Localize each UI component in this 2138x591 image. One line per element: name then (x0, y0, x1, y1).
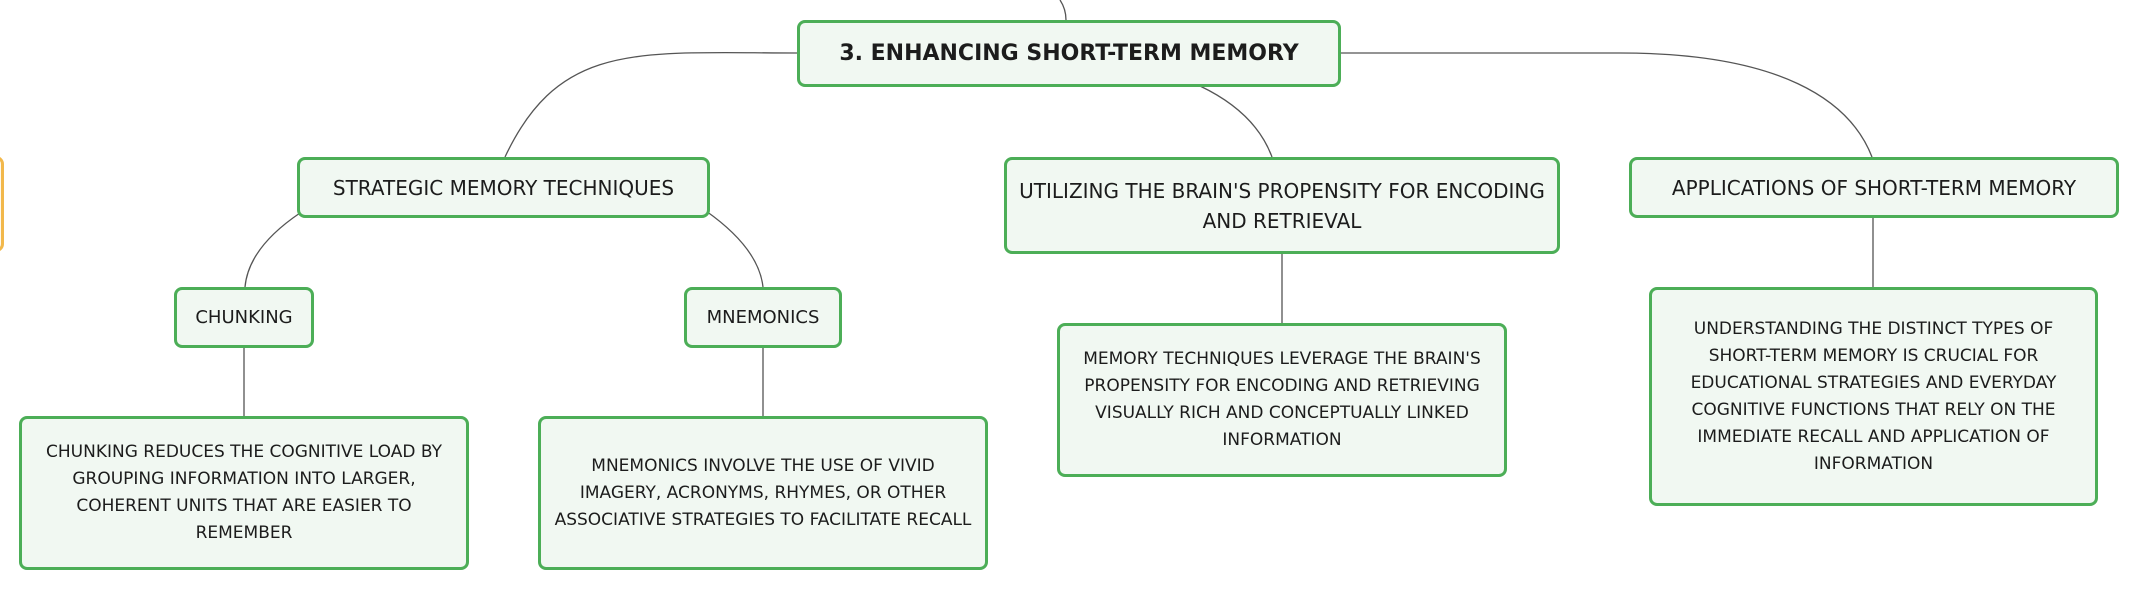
node-label: UTILIZING THE BRAIN'S PROPENSITY FOR ENC… (1019, 178, 1545, 233)
connector-root-to-strategic (504, 51, 798, 158)
node-strategic-memory-techniques[interactable]: STRATEGIC MEMORY TECHNIQUES (297, 157, 710, 218)
connector-strategic-to-mnemonics (705, 210, 764, 288)
node-applications-detail[interactable]: UNDERSTANDING THE DISTINCT TYPES OF SHOR… (1649, 287, 2098, 506)
node-label: STRATEGIC MEMORY TECHNIQUES (332, 175, 675, 200)
node-utilizing-detail[interactable]: MEMORY TECHNIQUES LEVERAGE THE BRAIN'S P… (1057, 323, 1507, 477)
root-node[interactable]: 3. ENHANCING SHORT-TERM MEMORY (797, 20, 1341, 87)
node-utilizing-brain-propensity[interactable]: UTILIZING THE BRAIN'S PROPENSITY FOR ENC… (1004, 157, 1560, 254)
node-label: APPLICATIONS OF SHORT-TERM MEMORY (1671, 175, 2077, 200)
node-mnemonics-detail[interactable]: MNEMONICS INVOLVE THE USE OF VIVID IMAGE… (538, 416, 988, 570)
node-label: MNEMONICS (706, 307, 820, 328)
node-detail-text: CHUNKING REDUCES THE COGNITIVE LOAD BY G… (46, 442, 442, 543)
connector-root-to-applications (1341, 52, 1873, 158)
node-detail-text: UNDERSTANDING THE DISTINCT TYPES OF SHOR… (1690, 318, 2057, 474)
connector-root-to-utilizing (1199, 85, 1273, 158)
connector-strategic-to-chunking (244, 212, 301, 288)
node-detail-text: MEMORY TECHNIQUES LEVERAGE THE BRAIN'S P… (1083, 349, 1481, 450)
node-mnemonics[interactable]: MNEMONICS (684, 287, 842, 348)
node-detail-text: MNEMONICS INVOLVE THE USE OF VIVID IMAGE… (554, 455, 972, 530)
node-applications-short-term-memory[interactable]: APPLICATIONS OF SHORT-TERM MEMORY (1629, 157, 2119, 218)
connector-parent-to-root (1059, 0, 1067, 21)
node-chunking[interactable]: CHUNKING (174, 287, 314, 348)
node-label: CHUNKING (195, 307, 293, 328)
offscreen-node-edge[interactable] (0, 156, 4, 252)
node-chunking-detail[interactable]: CHUNKING REDUCES THE COGNITIVE LOAD BY G… (19, 416, 469, 570)
root-node-label: 3. ENHANCING SHORT-TERM MEMORY (839, 41, 1299, 66)
